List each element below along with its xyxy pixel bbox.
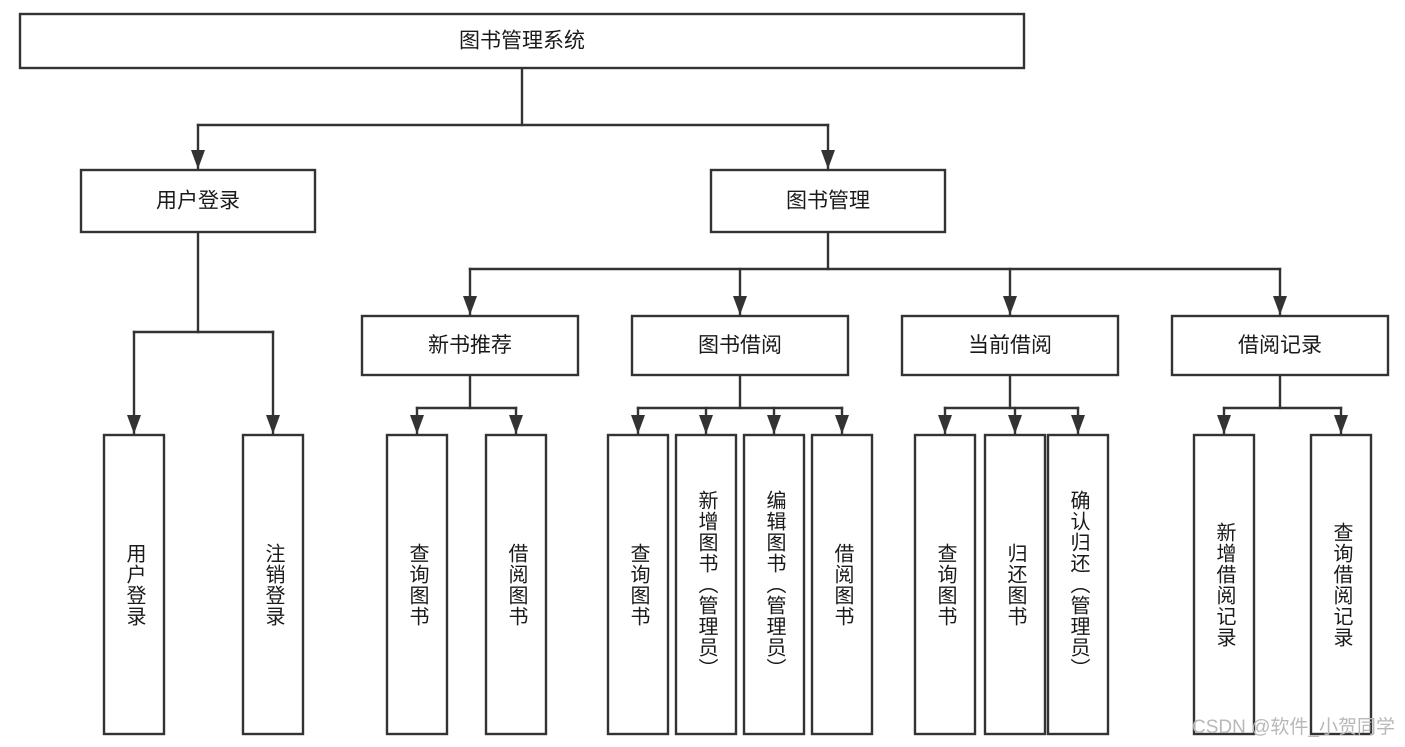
node-box-leaf-query-book-1	[385, 433, 449, 736]
node-box-leaf-logout	[241, 433, 305, 736]
node-label-book-manage: 图书管理	[786, 190, 870, 213]
connector-arrowhead-icon	[266, 415, 280, 434]
node-box-borrow-record	[1170, 314, 1390, 377]
node-box-leaf-query-book-2	[606, 433, 670, 736]
connector-arrowhead-icon	[699, 415, 713, 434]
node-box-leaf-edit-book	[742, 433, 806, 736]
connector-arrowhead-icon	[463, 296, 477, 315]
node-label-book-borrow: 图书借阅	[698, 334, 782, 357]
node-box-leaf-add-record	[1192, 433, 1256, 736]
node-box-leaf-add-book	[674, 433, 738, 736]
connector-arrowhead-icon	[1217, 415, 1231, 434]
node-box-book-manage	[709, 168, 947, 234]
node-box-current-borrow	[900, 314, 1120, 377]
node-box-leaf-return-book	[983, 433, 1047, 736]
node-box-leaf-user-login	[102, 433, 166, 736]
node-box-user-login	[79, 168, 317, 234]
connector-arrowhead-icon	[835, 415, 849, 434]
connector-arrowhead-icon	[191, 150, 205, 169]
connector-arrowhead-icon	[631, 415, 645, 434]
node-box-leaf-borrow-book-1	[484, 433, 548, 736]
connector-arrowhead-icon	[733, 296, 747, 315]
watermark: CSDN @软件_小贺同学	[1192, 717, 1395, 738]
node-box-leaf-borrow-book-2	[810, 433, 874, 736]
connector-arrowhead-icon	[1071, 415, 1085, 434]
node-box-leaf-confirm-return	[1046, 433, 1110, 736]
connector-arrowhead-icon	[1334, 415, 1348, 434]
node-box-layer	[18, 12, 1390, 736]
connector-arrowhead-icon	[821, 150, 835, 169]
connector-arrowhead-icon	[1273, 296, 1287, 315]
node-box-root	[18, 12, 1026, 70]
connector-arrowhead-icon	[509, 415, 523, 434]
connector-arrowhead-icon	[1008, 415, 1022, 434]
node-label-borrow-record: 借阅记录	[1238, 334, 1322, 357]
node-label-new-book-rec: 新书推荐	[428, 334, 512, 357]
node-box-leaf-query-book-3	[913, 433, 977, 736]
connector-arrowhead-icon	[938, 415, 952, 434]
node-box-leaf-query-record	[1309, 433, 1373, 736]
node-label-user-login: 用户登录	[156, 190, 240, 213]
connector-arrowhead-icon	[127, 415, 141, 434]
node-box-new-book-rec	[360, 314, 580, 377]
connector-arrowhead-icon	[1003, 296, 1017, 315]
connector-layer	[127, 66, 1348, 436]
connector-arrowhead-icon	[410, 415, 424, 434]
node-label-root: 图书管理系统	[459, 30, 585, 53]
connector-arrowhead-icon	[767, 415, 781, 434]
node-box-book-borrow	[630, 314, 850, 377]
node-label-current-borrow: 当前借阅	[968, 334, 1052, 357]
